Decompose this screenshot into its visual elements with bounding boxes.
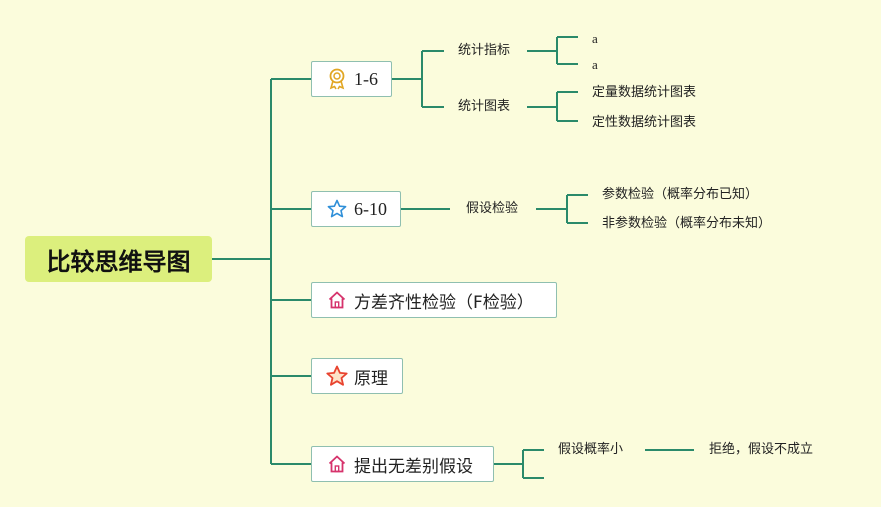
branch-6-10[interactable]: 6-10 <box>311 191 401 227</box>
branch-principle[interactable]: 原理 <box>311 358 403 394</box>
leaf-nonparametric-test[interactable]: 非参数检验（概率分布未知） <box>602 216 772 231</box>
home-icon <box>326 453 348 475</box>
branch-label: 方差齐性检验（F检验） <box>354 292 534 313</box>
branch-label: 1-6 <box>354 68 378 89</box>
subtopic-hypothesis-testing[interactable]: 假设检验 <box>466 201 519 216</box>
subtopic-statistical-indicators[interactable]: 统计指标 <box>458 43 511 58</box>
branch-1-6[interactable]: 1-6 <box>311 61 392 97</box>
star-outline-icon <box>326 198 348 220</box>
leaf-quantitative-charts[interactable]: 定量数据统计图表 <box>592 85 697 100</box>
subtopic-low-probability[interactable]: 假设概率小 <box>558 442 624 457</box>
leaf-qualitative-charts[interactable]: 定性数据统计图表 <box>592 115 697 130</box>
leaf-a-2[interactable]: a <box>592 57 598 72</box>
branch-null-hypothesis[interactable]: 提出无差别假设 <box>311 446 494 482</box>
branch-f-test[interactable]: 方差齐性检验（F检验） <box>311 282 557 318</box>
leaf-reject-hypothesis[interactable]: 拒绝，假设不成立 <box>709 442 814 457</box>
leaf-parametric-test[interactable]: 参数检验（概率分布已知） <box>602 187 759 202</box>
branch-label: 原理 <box>354 368 388 389</box>
root-topic[interactable]: 比较思维导图 <box>25 236 212 282</box>
leaf-a-1[interactable]: a <box>592 31 598 46</box>
root-topic-label: 比较思维导图 <box>46 247 191 276</box>
branch-label: 6-10 <box>354 198 387 219</box>
award-icon <box>326 68 348 90</box>
branch-label: 提出无差别假设 <box>354 456 473 477</box>
star-icon <box>326 365 348 387</box>
home-icon <box>326 289 348 311</box>
subtopic-statistical-charts[interactable]: 统计图表 <box>458 99 511 114</box>
